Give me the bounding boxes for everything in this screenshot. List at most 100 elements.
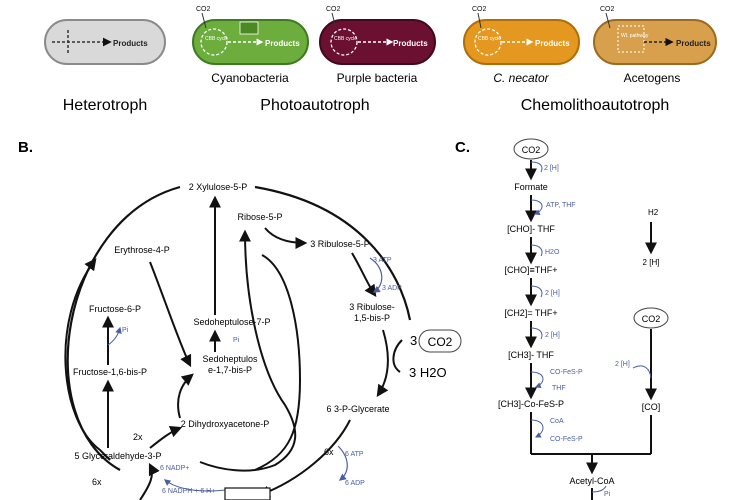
arrow-pi-1: [107, 326, 122, 346]
label-h-co: 2 [H]: [615, 361, 630, 368]
acetogens-co2-input: CO2: [600, 6, 615, 13]
c-side-5: [530, 327, 543, 340]
outer-cycle-right-arc: [254, 185, 412, 321]
cyanobacteria-cycle-label: CBB cycle: [205, 36, 228, 42]
arrow-atp-side: [369, 257, 383, 293]
node-sedo17bp-2: e-1,7-bis-P: [208, 365, 252, 375]
arrow-gap-to-dhap: [149, 425, 183, 449]
panel-b: B. 2 Xylulose-5-P Ribose-5-P 3 Ribulose-…: [18, 139, 462, 500]
label-co-fes-p: CO-FeS-P: [550, 369, 583, 376]
c-side-7: [530, 419, 544, 438]
node-sedo17bp-1: Sedoheptulos: [202, 354, 258, 364]
node-sedo7p: Sedoheptulose-7-P: [193, 317, 270, 327]
node-ch2-thf: [CH2]= THF+: [504, 308, 557, 318]
co2-right-bubble: [633, 307, 669, 329]
c-side-6: [530, 371, 544, 388]
c-side-2: [530, 199, 543, 215]
purple-cycle-label: CBB cycle: [334, 36, 357, 42]
node-ribose: Ribose-5-P: [237, 212, 282, 222]
panel-b-label: B.: [18, 139, 33, 156]
label-6x-left: 6x: [92, 477, 102, 487]
node-formate: Formate: [514, 182, 548, 192]
label-6nadp: 6 NADP+: [160, 465, 189, 472]
node-dhap: 2 Dihydroxyacetone-P: [181, 419, 270, 429]
node-co2-right: CO2: [642, 314, 661, 324]
label-co-fes-p-2: CO-FeS-P: [550, 436, 583, 443]
node-acetyl-coa: Acetyl-CoA: [569, 476, 614, 486]
label-2x: 2x: [133, 432, 143, 442]
node-erythrose: Erythrose-4-P: [114, 245, 170, 255]
c-side-4: [530, 285, 543, 298]
arrow-dhap-to-sedo: [177, 373, 194, 419]
arrow-ribose-loop: [199, 229, 297, 472]
arrow-erythrose-to-sedo: [149, 261, 192, 368]
label-co2: CO2: [428, 335, 453, 349]
arrow-ribose-to-ribulose: [264, 227, 308, 249]
arrow-nadph: [163, 479, 226, 492]
label-h2o: H2O: [545, 249, 560, 256]
heterotroph-products-label: Products: [113, 39, 148, 48]
label-3atp: 3 ATP: [373, 257, 392, 264]
arrow-atp6-side: [337, 445, 348, 481]
c-side-co: [632, 365, 652, 379]
arrow-bottom-to-gap: [139, 462, 160, 500]
outer-cycle-left-arc: [66, 185, 181, 471]
acetogens-products-label: Products: [676, 39, 711, 48]
node-co: [CO]: [642, 402, 661, 412]
panel-c: C. CO2 2 [H] Formate ATP, THF [CHO]- THF…: [455, 138, 669, 500]
node-h2: H2: [648, 208, 659, 217]
arrow-to-erythrose: [64, 258, 111, 461]
node-xylulose: 2 Xylulose-5-P: [189, 182, 248, 192]
label-h2o: 3 H2O: [409, 365, 447, 380]
label-h-2: 2 [H]: [545, 290, 560, 297]
co2-bubble: [418, 329, 462, 353]
label-pi-2: Pi: [233, 337, 240, 344]
arrow-bisp-to-pga: [376, 329, 389, 397]
node-ribulose5p: 3 Ribulose-5-P: [310, 239, 370, 249]
acetogens-cell: WL pathway Products CO2: [593, 6, 717, 65]
label-3adp: 3 ADP: [382, 285, 402, 292]
label-6atp: 6 ATP: [345, 451, 364, 458]
bottom-box: [224, 487, 271, 500]
label-6x-right: 6x: [324, 447, 334, 457]
caption-purple-bacteria: Purple bacteria: [337, 71, 418, 85]
group-chemolithoautotroph: Chemolithoautotroph: [521, 97, 670, 114]
node-ch3-thf: [CH3]- THF: [508, 350, 554, 360]
group-heterotroph: Heterotroph: [63, 97, 148, 114]
node-co2-top: CO2: [522, 145, 541, 155]
node-ribulose-bisp-2: 1,5-bis-P: [354, 313, 390, 323]
acetogens-pathway-label: WL pathway: [621, 33, 649, 39]
caption-acetogens: Acetogens: [624, 71, 681, 85]
label-pi-1: Pi: [122, 327, 129, 334]
c-side-3: [530, 244, 543, 257]
node-h2-right: 2 [H]: [643, 258, 660, 267]
arrow-co2-in: [392, 339, 403, 373]
purple-products-label: Products: [393, 39, 428, 48]
cnecator-cell: CBB cycle Products CO2: [463, 6, 580, 65]
label-atp-thf: ATP, THF: [546, 202, 576, 209]
node-fructose6p: Fructose-6-P: [89, 304, 141, 314]
cyanobacteria-co2-input: CO2: [196, 6, 211, 13]
label-h-1: 2 [H]: [544, 165, 559, 172]
node-pga: 6 3-P-Glycerate: [326, 404, 389, 414]
label-pi: Pi: [604, 491, 611, 498]
panel-a: Products CBB cycle Products CO2 CBB cycl…: [44, 6, 717, 114]
node-fructose16bp: Fructose-1,6-bis-P: [73, 367, 147, 377]
label-thf: THF: [552, 385, 566, 392]
cyanobacteria-products-label: Products: [265, 39, 300, 48]
node-cho-thf: [CHO]- THF: [507, 224, 555, 234]
label-co2-count: 3: [410, 333, 417, 348]
c-side-1: [530, 161, 543, 173]
node-cho-thf-plus: [CHO]≡THF+: [504, 265, 557, 275]
heterotroph-cell: Products: [44, 19, 166, 65]
cnecator-products-label: Products: [535, 39, 570, 48]
node-ribulose-bisp-1: 3 Ribulose-: [349, 302, 395, 312]
label-h-3: 2 [H]: [545, 332, 560, 339]
co2-top-bubble: [513, 138, 549, 160]
node-ch3-co: [CH3]-Co-FeS-P: [498, 399, 564, 409]
caption-cnecator: C. necator: [493, 71, 549, 85]
c-side-pi: [591, 485, 607, 493]
node-glyceraldehyde: 5 Glyceraldehyde-3-P: [74, 451, 161, 461]
